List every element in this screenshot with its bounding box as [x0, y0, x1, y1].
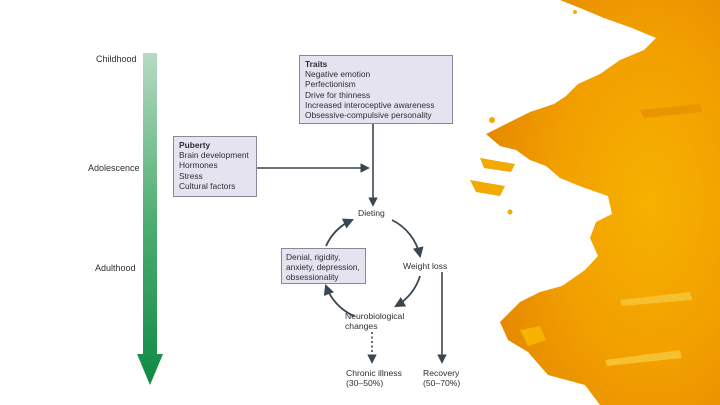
denial-line: Denial, rigidity, [286, 252, 341, 262]
splash-fleck [480, 158, 515, 172]
denial-line: obsessionality [286, 272, 339, 283]
splash-dot [489, 117, 495, 123]
cycle-arc-dieting-to-weight-loss [391, 219, 424, 259]
traits-box: Traits Negative emotion Perfectionism Dr… [299, 55, 453, 124]
timeline-arrow [137, 53, 163, 385]
puberty-box: Puberty Brain development Hormones Stres… [173, 136, 257, 197]
splash-dot [507, 209, 513, 215]
puberty-item: Brain development [179, 150, 249, 161]
puberty-item: Stress [179, 170, 203, 181]
chronic-line1: Chronic illness [346, 368, 402, 378]
traits-item: Perfectionism [305, 79, 356, 90]
traits-item: Negative emotion [305, 69, 371, 80]
traits-item: Drive for thinness [305, 89, 371, 100]
node-neuro-line2: changes [345, 321, 378, 331]
cycle-arc-weight-loss-to-neuro [394, 275, 421, 308]
chronic-line2: (30–50%) [346, 378, 384, 388]
node-weight-loss: Weight loss [403, 261, 448, 271]
stage-label-adulthood: Adulthood [95, 263, 136, 273]
node-neuro-line1: Neurobiological [345, 311, 405, 321]
splash-fleck [470, 180, 505, 196]
cycle-arc-neuro-to-denial [323, 283, 355, 317]
splash-dot [573, 10, 577, 14]
node-neurobiological: Neurobiological changes [345, 311, 404, 331]
outcome-recovery: Recovery (50–70%) [423, 368, 460, 388]
stage-label-adolescence: Adolescence [88, 163, 140, 173]
cycle-arc-denial-to-dieting [325, 218, 354, 247]
recovery-line1: Recovery [423, 368, 460, 378]
denial-box: Denial, rigidity, anxiety, depression, o… [281, 248, 366, 284]
puberty-title: Puberty [179, 140, 211, 150]
outcome-chronic-illness: Chronic illness (30–50%) [346, 368, 402, 388]
node-dieting: Dieting [358, 208, 385, 218]
recovery-line2: (50–70%) [423, 378, 461, 388]
splash-shape [486, 0, 720, 405]
traits-item: Obsessive-compulsive personality [305, 110, 432, 121]
puberty-item: Hormones [179, 160, 218, 171]
traits-title: Traits [305, 59, 328, 69]
traits-item: Increased interoceptive awareness [305, 99, 435, 110]
splash-streak [640, 104, 702, 118]
puberty-item: Cultural factors [179, 180, 236, 191]
splash-streak [620, 292, 692, 306]
splash-streak [605, 350, 682, 366]
stage-label-childhood: Childhood [96, 54, 137, 64]
splash-fleck [520, 326, 546, 346]
denial-line: anxiety, depression, [286, 262, 360, 273]
